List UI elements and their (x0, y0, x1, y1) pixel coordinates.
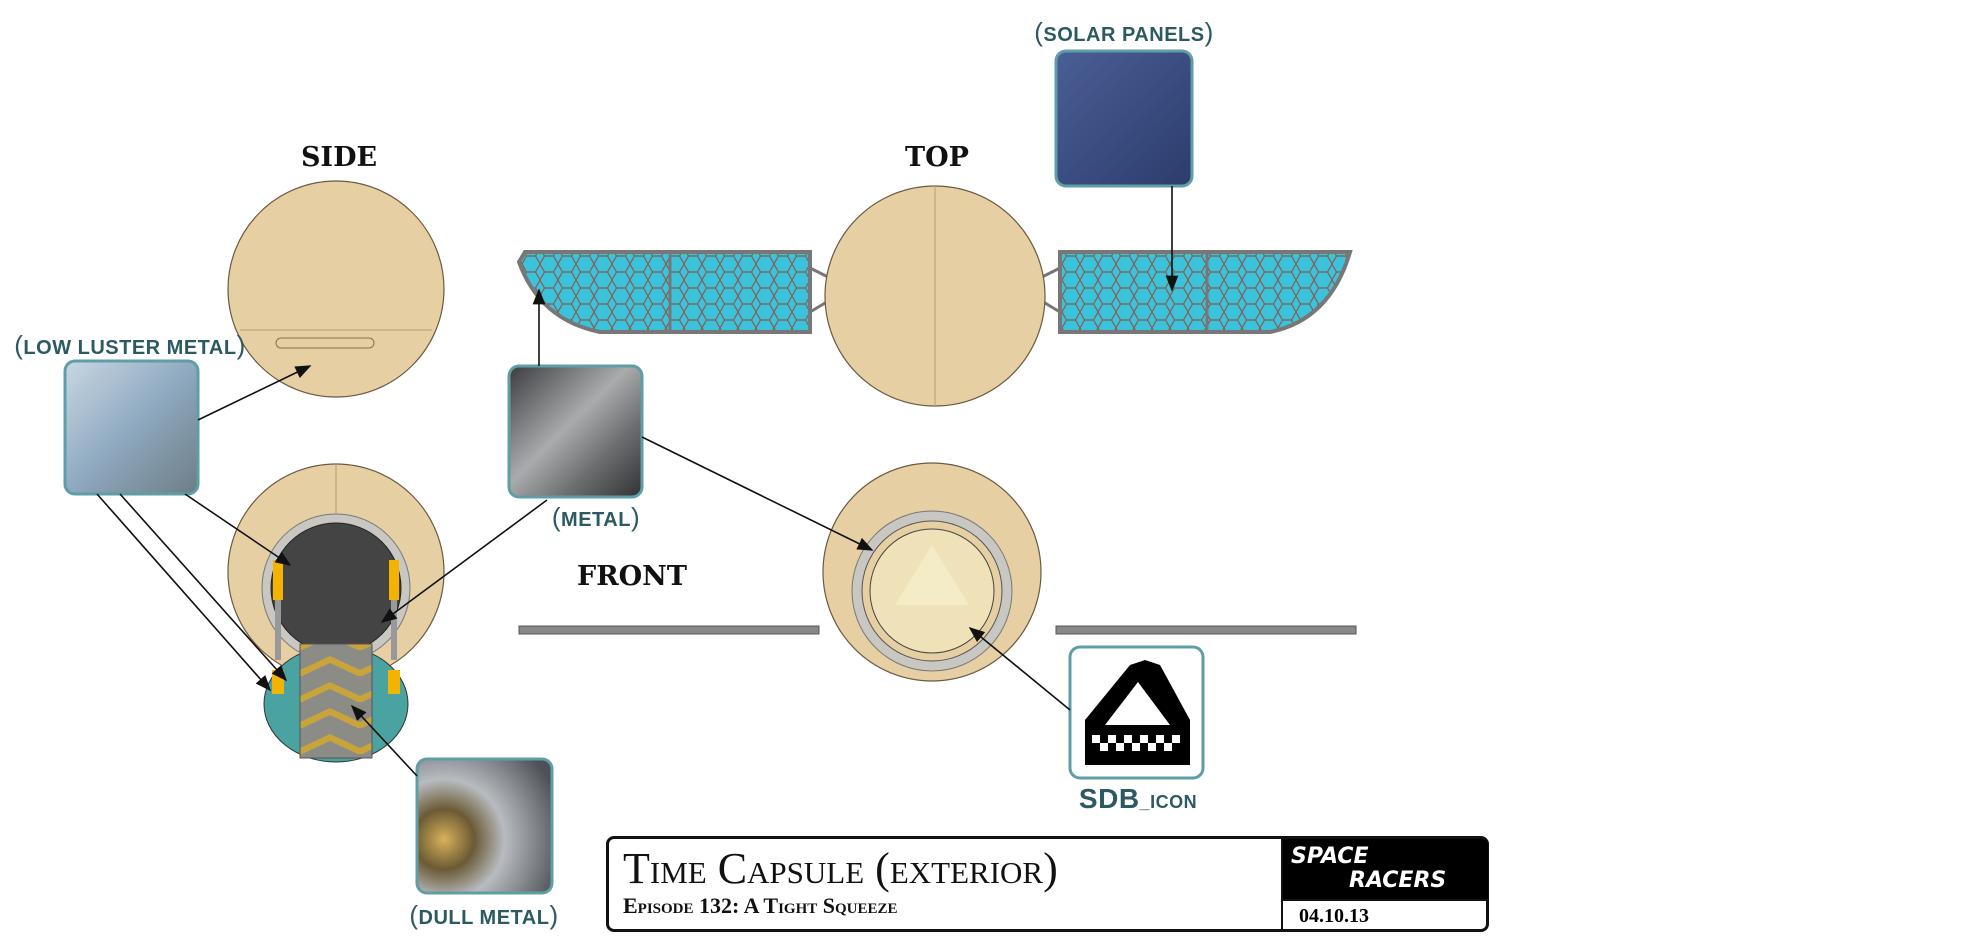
leader-arrows (96, 186, 1179, 777)
space-racers-logo: SPACE RACERS (1283, 839, 1488, 899)
drawing-title: Time Capsule (exterior) (623, 844, 1058, 893)
top-view-label: TOP (905, 142, 969, 173)
front-view-label: FRONT (577, 561, 687, 592)
dull-metal-photo (415, 757, 554, 895)
solar-panels-label: (SOLAR PANELS) (1034, 17, 1214, 47)
low-luster-metal-label: (LOW LUSTER METAL) (14, 330, 246, 360)
side-view-hatch-open (227, 463, 445, 763)
metal-label: (METAL) (551, 502, 641, 532)
top-view-capsule (516, 185, 1353, 407)
metal-photo (507, 364, 644, 499)
episode-subtitle: Episode 132: A Tight Squeeze (623, 893, 898, 918)
side-view-label: SIDE (300, 142, 378, 173)
drawing-date: 04.10.13 (1283, 899, 1488, 928)
sdb-icon-image (1068, 645, 1205, 780)
sdb-icon-label: SDB_ICON (1078, 783, 1198, 814)
dull-metal-label: (DULL METAL) (409, 900, 559, 930)
side-view-capsule (227, 180, 445, 398)
title-block: Time Capsule (exterior) Episode 132: A T… (606, 836, 1489, 932)
low-luster-metal-photo (63, 359, 200, 496)
solar-panels-photo (1054, 49, 1194, 188)
